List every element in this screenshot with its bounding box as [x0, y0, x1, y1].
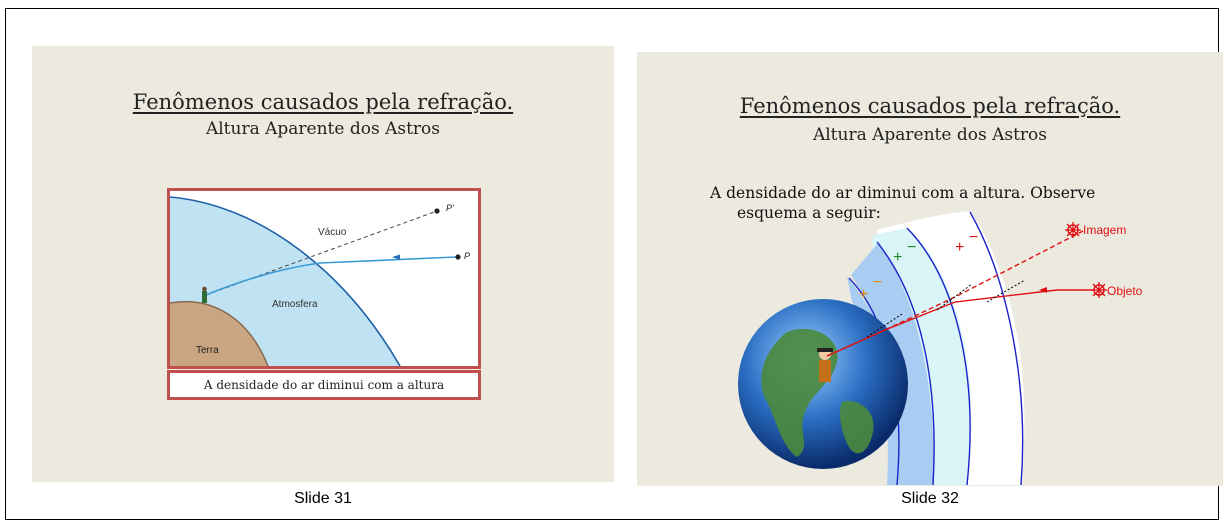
refraction-illustration: Vácuo Atmosfera Terra P' P: [167, 188, 481, 369]
plus-sign-mid: +: [893, 249, 902, 266]
atmosphere-label: Atmosfera: [272, 299, 318, 310]
plus-sign-outer: +: [955, 239, 964, 256]
atmosphere-diagram: Vácuo Atmosfera Terra P' P: [170, 191, 478, 366]
observer-figure: [819, 360, 831, 382]
object-label: Objeto: [1107, 284, 1143, 298]
atmosphere-boundary: [170, 196, 401, 366]
earth-label: Terra: [196, 345, 219, 356]
plus-sign-inner: +: [859, 286, 868, 303]
refraction-layers-diagram: Imagem Objeto + − + − + −: [738, 211, 1143, 486]
real-light-ray: [205, 256, 457, 296]
slide-body-text: A densidade do ar diminui com a altura. …: [710, 183, 1193, 223]
minus-sign-inner: −: [873, 274, 882, 291]
body-line-2: esquema a seguir:: [737, 204, 881, 222]
figure-caption: A densidade do ar diminui com a altura: [167, 370, 481, 400]
slide-title: Fenômenos causados pela refração.: [739, 94, 1121, 118]
minus-sign-mid: −: [907, 239, 916, 256]
slide-31[interactable]: Fenômenos causados pela refração. Altura…: [32, 46, 614, 482]
slide-subtitle: Altura Aparente dos Astros: [205, 119, 441, 139]
image-label: Imagem: [1083, 223, 1126, 237]
p-prime-label: P': [446, 203, 454, 213]
slide-32-label: Slide 32: [901, 490, 959, 507]
object-star-icon: [1091, 282, 1107, 298]
apparent-direction-line: [205, 210, 438, 296]
earth-region: [170, 301, 268, 366]
slide-subtitle: Altura Aparente dos Astros: [812, 125, 1048, 145]
slide-32[interactable]: Fenômenos causados pela refração. Altura…: [637, 52, 1223, 486]
real-ray: [826, 289, 1093, 357]
slide-title: Fenômenos causados pela refração.: [132, 90, 514, 114]
body-line-1: A densidade do ar diminui com a altura. …: [710, 184, 1096, 202]
observer-figure: [202, 291, 207, 303]
real-star-point: [455, 254, 461, 260]
slide-31-label: Slide 31: [294, 490, 352, 507]
minus-sign-outer: −: [969, 229, 978, 246]
p-label: P: [464, 251, 470, 261]
apparent-star-point: [434, 208, 440, 214]
vacuum-label: Vácuo: [318, 227, 347, 238]
image-star-icon: [1065, 222, 1081, 238]
